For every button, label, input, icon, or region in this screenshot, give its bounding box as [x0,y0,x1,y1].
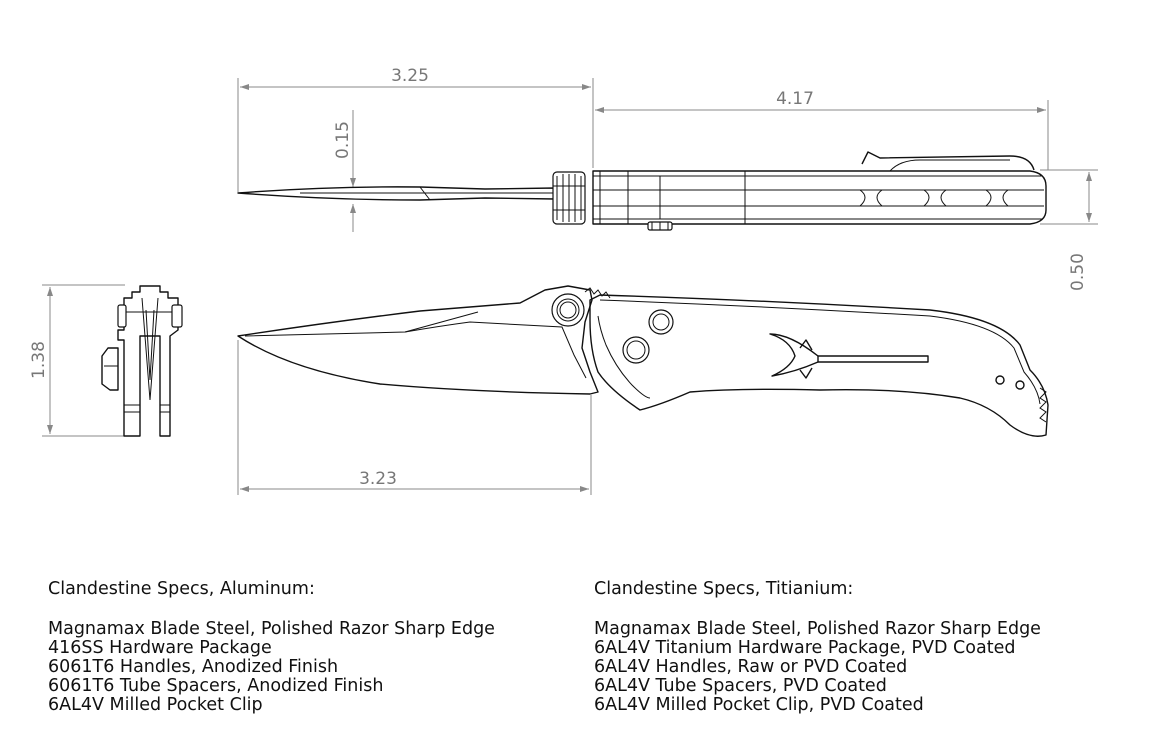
knife-technical-drawing: 3.25 4.17 0.15 0.50 1.38 3.23 [29,66,1098,495]
specs-aluminum: Clandestine Specs, Aluminum: Magnamax Bl… [48,580,495,715]
dimension-handle-thickness: 0.50 [1040,169,1098,291]
specs-aluminum-line: 6061T6 Tube Spacers, Anodized Finish [48,676,384,696]
dimension-handle-length: 4.17 [595,89,1049,170]
specs-titanium-line: 6AL4V Tube Spacers, PVD Coated [594,676,887,696]
specs-aluminum-line: Magnamax Blade Steel, Polished Razor Sha… [48,619,495,639]
specs-titanium: Clandestine Specs, Titianium: Magnamax B… [594,580,1041,715]
dimension-label-3-23: 3.23 [359,469,397,489]
dimension-height: 1.38 [29,284,125,437]
dimension-edge-length: 3.23 [237,340,592,495]
pocket-clip [861,151,1035,171]
tube-spacers [858,189,1010,207]
dimension-label-0-15: 0.15 [333,121,353,159]
dimension-label-0-50: 0.50 [1068,253,1088,291]
knife-side-view [237,285,1049,437]
dimension-label-1-38: 1.38 [29,341,49,379]
knife-top-view [237,151,1047,231]
specs-aluminum-line: 6AL4V Milled Pocket Clip [48,695,263,715]
dimension-label-4-17: 4.17 [776,89,814,109]
pocket-clip-end [101,347,119,391]
specs-titanium-line: 6AL4V Handles, Raw or PVD Coated [594,657,908,677]
knife-end-view [101,285,183,437]
dimension-label-3-25: 3.25 [391,66,429,86]
specs-aluminum-line: 6061T6 Handles, Anodized Finish [48,657,339,677]
specs-titanium-title: Clandestine Specs, Titianium: [594,579,854,599]
dimension-blade-thickness: 0.15 [333,110,356,232]
dimension-blade-length: 3.25 [237,66,594,192]
specs-aluminum-title: Clandestine Specs, Aluminum: [48,579,315,599]
specs-titanium-line: 6AL4V Milled Pocket Clip, PVD Coated [594,695,924,715]
specs-titanium-line: Magnamax Blade Steel, Polished Razor Sha… [594,619,1041,639]
specs-aluminum-line: 416SS Hardware Package [48,638,272,658]
trident-logo [769,333,929,379]
specs-titanium-line: 6AL4V Titanium Hardware Package, PVD Coa… [594,638,1016,658]
